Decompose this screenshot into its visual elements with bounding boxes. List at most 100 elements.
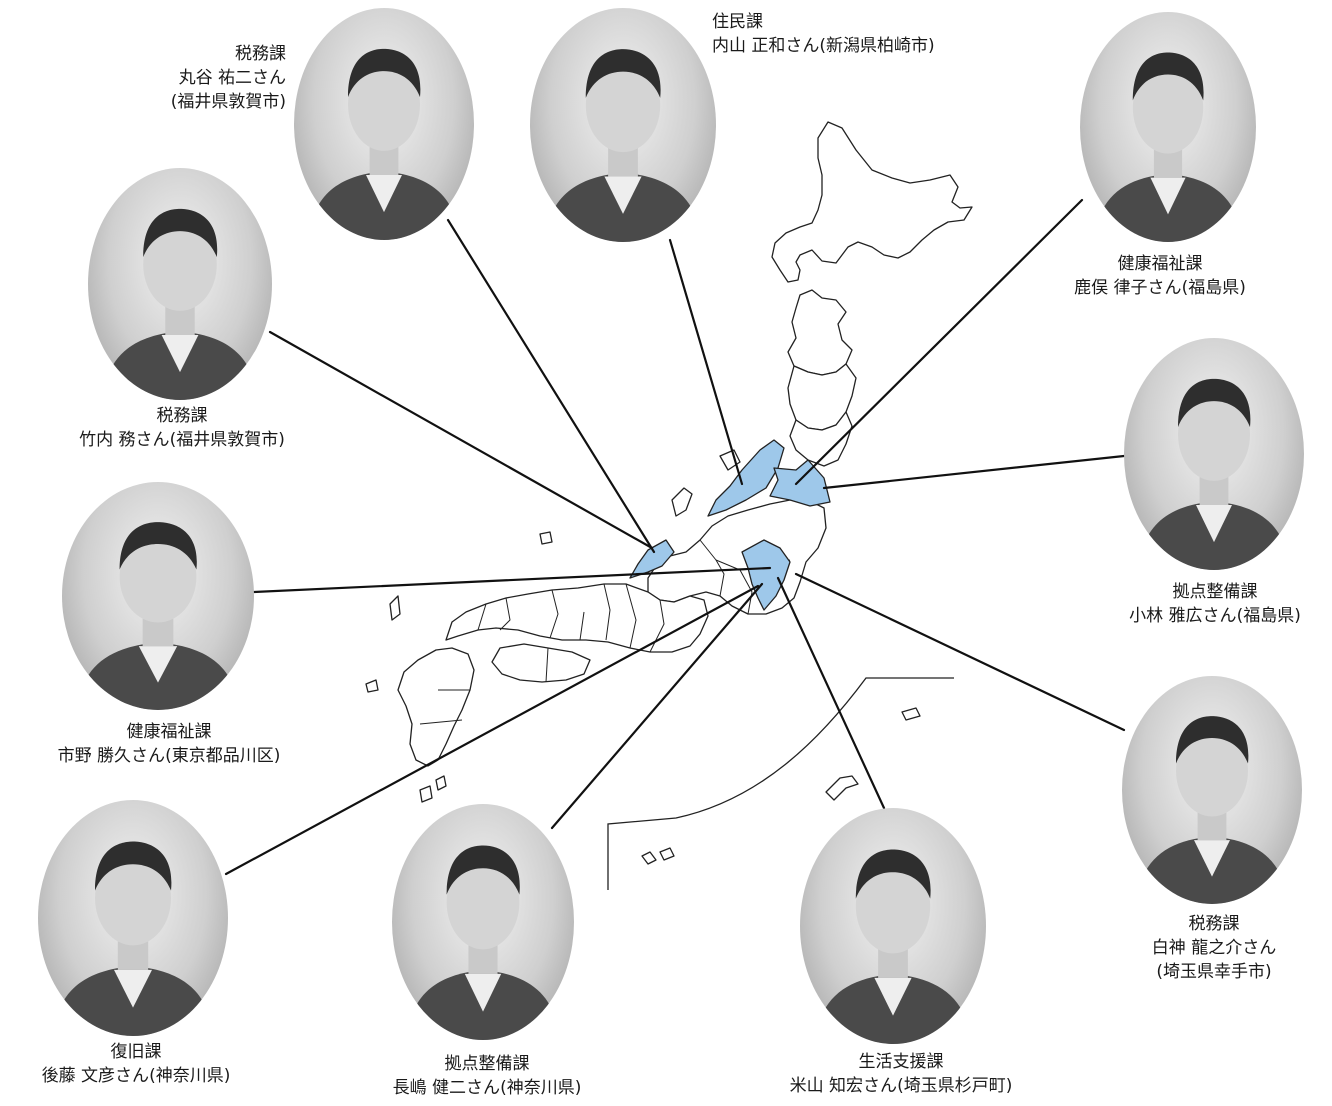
photo-uchiyama: [530, 8, 716, 242]
caption-origin: (神奈川県): [149, 1066, 231, 1086]
caption-kobayashi: 拠点整備課小林 雅広さん(福島県): [1100, 580, 1330, 628]
caption-name: 米山 知宏さん: [789, 1076, 898, 1096]
caption-dept: 健康福祉課: [1117, 254, 1203, 274]
ogasawara-island-3: [641, 851, 657, 865]
caption-goto: 復旧課後藤 文彦さん(神奈川県): [8, 1040, 264, 1088]
caption-dept: 拠点整備課: [444, 1054, 530, 1074]
yakushima: [435, 775, 447, 791]
caption-origin: (東京都品川区): [165, 746, 281, 766]
caption-dept: 拠点整備課: [1172, 582, 1258, 602]
caption-origin: (福島県): [1236, 606, 1301, 626]
caption-name-line: 米山 知宏さん(埼玉県杉戸町): [776, 1074, 1026, 1098]
connector-shiragami: [794, 572, 1126, 732]
caption-name-line: 内山 正和さん(新潟県柏崎市): [712, 34, 1012, 58]
caption-origin: (埼玉県杉戸町): [897, 1076, 1013, 1096]
shikoku: [491, 643, 591, 683]
caption-dept: 健康福祉課: [126, 722, 212, 742]
caption-name: 丸谷 祐二さん: [178, 68, 286, 88]
connector-ichino: [252, 566, 772, 594]
caption-yoneyama: 生活支援課米山 知宏さん(埼玉県杉戸町): [776, 1050, 1026, 1098]
caption-dept: 生活支援課: [858, 1052, 944, 1072]
photo-kobayashi: [1124, 338, 1304, 570]
highlight-fukui: [629, 539, 675, 579]
caption-origin: (福井県敦賀市): [170, 92, 286, 112]
photo-marutani: [294, 8, 474, 240]
tsushima-island: [389, 595, 401, 621]
photo-takeuchi: [88, 168, 272, 400]
caption-shiragami: 税務課白神 龍之介さん (埼玉県幸手市): [1104, 912, 1324, 984]
connector-uchiyama: [668, 238, 744, 486]
hokkaido-outline: [771, 121, 973, 283]
portrait-silhouette: [102, 208, 258, 400]
ogasawara-island-4: [659, 847, 675, 861]
portrait-silhouette: [77, 522, 239, 710]
caption-origin: (埼玉県幸手市): [1156, 962, 1272, 982]
photo-shiragami: [1122, 676, 1302, 904]
boundary-line-top: [607, 677, 954, 890]
caption-dept: 税務課: [235, 44, 286, 64]
caption-origin: (新潟県柏崎市): [819, 36, 935, 56]
portrait-silhouette: [53, 841, 213, 1036]
photo-nagashima: [392, 804, 574, 1040]
noto-peninsula: [671, 487, 693, 517]
connector-nagashima: [550, 582, 764, 830]
caption-name: 小林 雅広さん: [1129, 606, 1237, 626]
caption-name: 白神 龍之介さん: [1151, 938, 1277, 958]
photo-yoneyama: [800, 808, 986, 1044]
connector-marutani: [446, 218, 656, 554]
caption-name-line: 竹内 務さん(福井県敦賀市): [68, 428, 296, 452]
ogasawara-island-1: [901, 707, 921, 721]
highlight-fukushima: [769, 459, 831, 507]
caption-origin: (福井県敦賀市): [169, 430, 285, 450]
ogasawara-island-2: [825, 775, 859, 801]
portrait-silhouette: [406, 845, 560, 1040]
portrait-silhouette: [544, 49, 702, 242]
highlight-tokyo-kanagawa-saitama: [741, 539, 791, 611]
tohoku-south: [789, 411, 853, 467]
caption-takeuchi: 税務課竹内 務さん(福井県敦賀市): [68, 404, 296, 452]
caption-name-line: 長嶋 健二さん(神奈川県): [362, 1076, 612, 1100]
connector-takeuchi: [268, 330, 654, 550]
connector-yoneyama: [776, 576, 886, 810]
caption-ichino: 健康福祉課市野 勝久さん(東京都品川区): [36, 720, 302, 768]
portrait-silhouette: [814, 849, 972, 1044]
goto-islands: [365, 679, 379, 693]
caption-dept: 復旧課: [110, 1042, 162, 1062]
caption-name: 内山 正和さん: [712, 36, 820, 56]
highlight-niigata: [707, 439, 785, 517]
caption-dept: 税務課: [156, 406, 208, 426]
portrait-silhouette: [1138, 378, 1290, 570]
caption-name-line: 市野 勝久さん(東京都品川区): [36, 744, 302, 768]
caption-name: 後藤 文彦さん: [41, 1066, 150, 1086]
connector-goto: [224, 584, 760, 876]
connector-kanomata: [794, 198, 1084, 486]
caption-origin: (神奈川県): [500, 1078, 582, 1098]
caption-name: 鹿俣 律子さん: [1074, 278, 1182, 298]
caption-name-line: 後藤 文彦さん(神奈川県): [8, 1064, 264, 1088]
kyushu: [397, 647, 475, 767]
portrait-silhouette: [1136, 716, 1288, 904]
photo-ichino: [62, 482, 254, 710]
caption-origin: (福島県): [1181, 278, 1246, 298]
portrait-silhouette: [1094, 52, 1242, 242]
sado-island: [719, 449, 741, 471]
caption-name: 長嶋 健二さん: [392, 1078, 501, 1098]
caption-name: 市野 勝久さん: [57, 746, 166, 766]
oki-island: [539, 531, 553, 545]
tanegashima: [419, 785, 433, 803]
caption-kanomata: 健康福祉課鹿俣 律子さん(福島県): [1030, 252, 1290, 300]
photo-kanomata: [1080, 12, 1256, 242]
caption-marutani: 税務課丸谷 祐二さん (福井県敦賀市): [136, 42, 286, 114]
caption-name-line: 小林 雅広さん(福島県): [1100, 604, 1330, 628]
caption-name: 竹内 務さん: [79, 430, 170, 450]
caption-dept: 税務課: [1188, 914, 1240, 934]
connector-kobayashi: [822, 454, 1126, 490]
tohoku-north: [787, 289, 853, 376]
caption-nagashima: 拠点整備課長嶋 健二さん(神奈川県): [362, 1052, 612, 1100]
caption-name-line: 鹿俣 律子さん(福島県): [1030, 276, 1290, 300]
caption-dept: 住民課: [712, 12, 763, 32]
caption-uchiyama: 住民課内山 正和さん(新潟県柏崎市): [712, 10, 1012, 58]
portrait-silhouette: [308, 48, 460, 240]
